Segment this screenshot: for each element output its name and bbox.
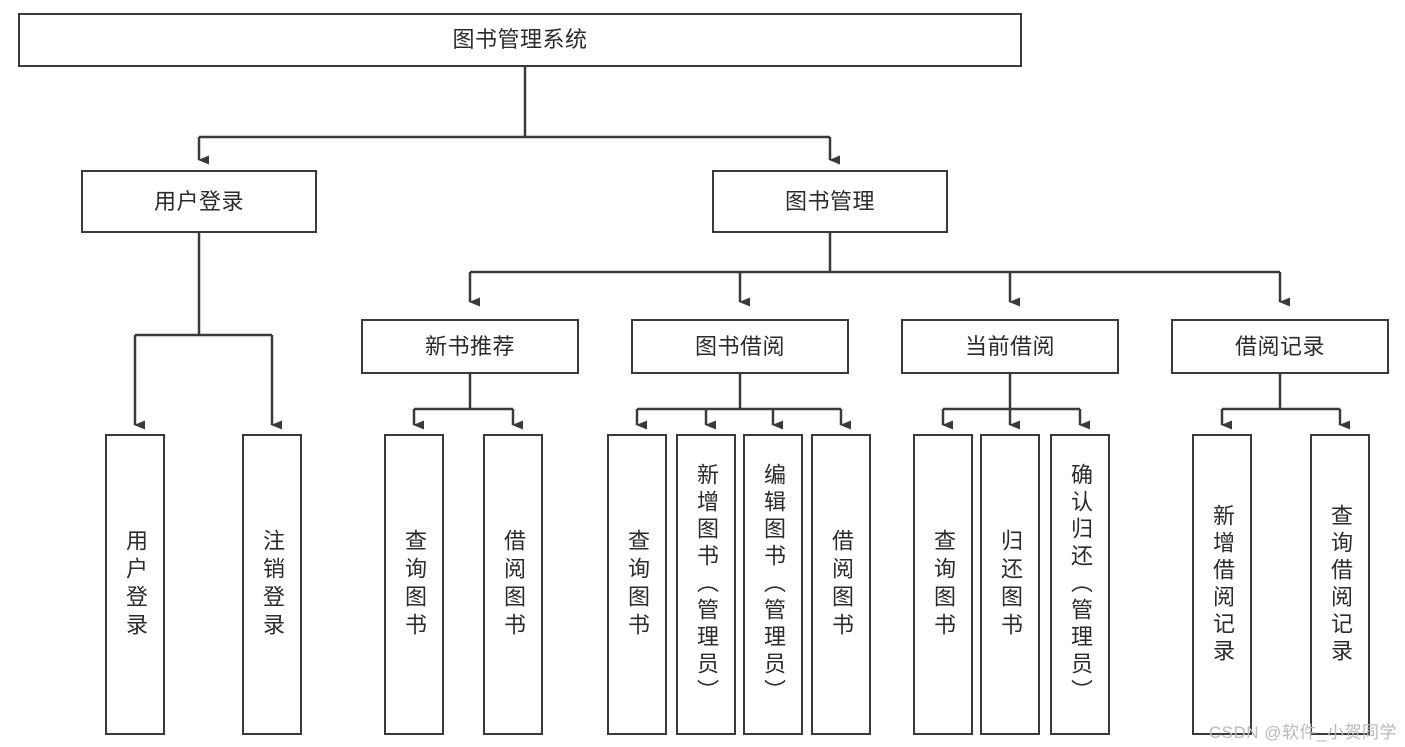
node-book-management[interactable]: 图书管理: [712, 170, 948, 233]
node-leaf-borrow-book-1[interactable]: 借阅图书: [483, 434, 543, 735]
watermark-text: CSDN @软件_小贺同学: [1208, 723, 1397, 742]
node-user-login-label: 用户登录: [153, 188, 244, 214]
node-borrow-record-label: 借阅记录: [1234, 333, 1325, 359]
node-leaf-query-book-1-label: 查询图书: [402, 528, 427, 641]
node-borrow-record[interactable]: 借阅记录: [1171, 319, 1389, 374]
node-leaf-query-book-3[interactable]: 查询图书: [913, 434, 973, 735]
node-book-borrow[interactable]: 图书借阅: [631, 319, 849, 374]
node-leaf-return-book[interactable]: 归还图书: [980, 434, 1040, 735]
node-leaf-borrow-book-2-label: 借阅图书: [829, 528, 854, 641]
node-leaf-confirm-return-admin[interactable]: 确认归还（管理员）: [1050, 434, 1110, 735]
node-leaf-return-book-label: 归还图书: [998, 528, 1023, 641]
node-new-book-recommend-label: 新书推荐: [424, 333, 515, 359]
node-leaf-add-borrow-record-label: 新增借阅记录: [1210, 503, 1235, 666]
node-leaf-query-borrow-record-label: 查询借阅记录: [1328, 503, 1353, 666]
node-leaf-add-book-admin[interactable]: 新增图书（管理员）: [676, 434, 736, 735]
node-leaf-borrow-book-1-label: 借阅图书: [501, 528, 526, 641]
node-leaf-edit-book-admin[interactable]: 编辑图书（管理员）: [743, 434, 803, 735]
node-root-label: 图书管理系统: [452, 27, 588, 52]
node-book-management-label: 图书管理: [784, 188, 875, 214]
node-book-borrow-label: 图书借阅: [694, 333, 785, 359]
node-leaf-query-book-2-label: 查询图书: [625, 528, 650, 641]
node-leaf-logout-login[interactable]: 注销登录: [242, 434, 302, 735]
node-leaf-confirm-return-admin-label: 确认归还（管理员）: [1068, 463, 1093, 706]
node-leaf-edit-book-admin-label: 编辑图书（管理员）: [761, 463, 786, 706]
node-leaf-query-borrow-record[interactable]: 查询借阅记录: [1310, 434, 1370, 735]
node-leaf-borrow-book-2[interactable]: 借阅图书: [811, 434, 871, 735]
node-leaf-query-book-3-label: 查询图书: [931, 528, 956, 641]
node-leaf-logout-login-label: 注销登录: [260, 528, 285, 641]
node-new-book-recommend[interactable]: 新书推荐: [361, 319, 579, 374]
node-leaf-user-login[interactable]: 用户登录: [105, 434, 165, 735]
node-leaf-add-borrow-record[interactable]: 新增借阅记录: [1192, 434, 1252, 735]
node-user-login[interactable]: 用户登录: [81, 170, 317, 233]
node-leaf-query-book-2[interactable]: 查询图书: [607, 434, 667, 735]
node-current-borrow-label: 当前借阅: [964, 333, 1055, 359]
node-root[interactable]: 图书管理系统: [18, 13, 1022, 67]
node-leaf-add-book-admin-label: 新增图书（管理员）: [694, 463, 719, 706]
node-current-borrow[interactable]: 当前借阅: [901, 319, 1119, 374]
node-leaf-user-login-label: 用户登录: [123, 528, 148, 641]
node-leaf-query-book-1[interactable]: 查询图书: [384, 434, 444, 735]
